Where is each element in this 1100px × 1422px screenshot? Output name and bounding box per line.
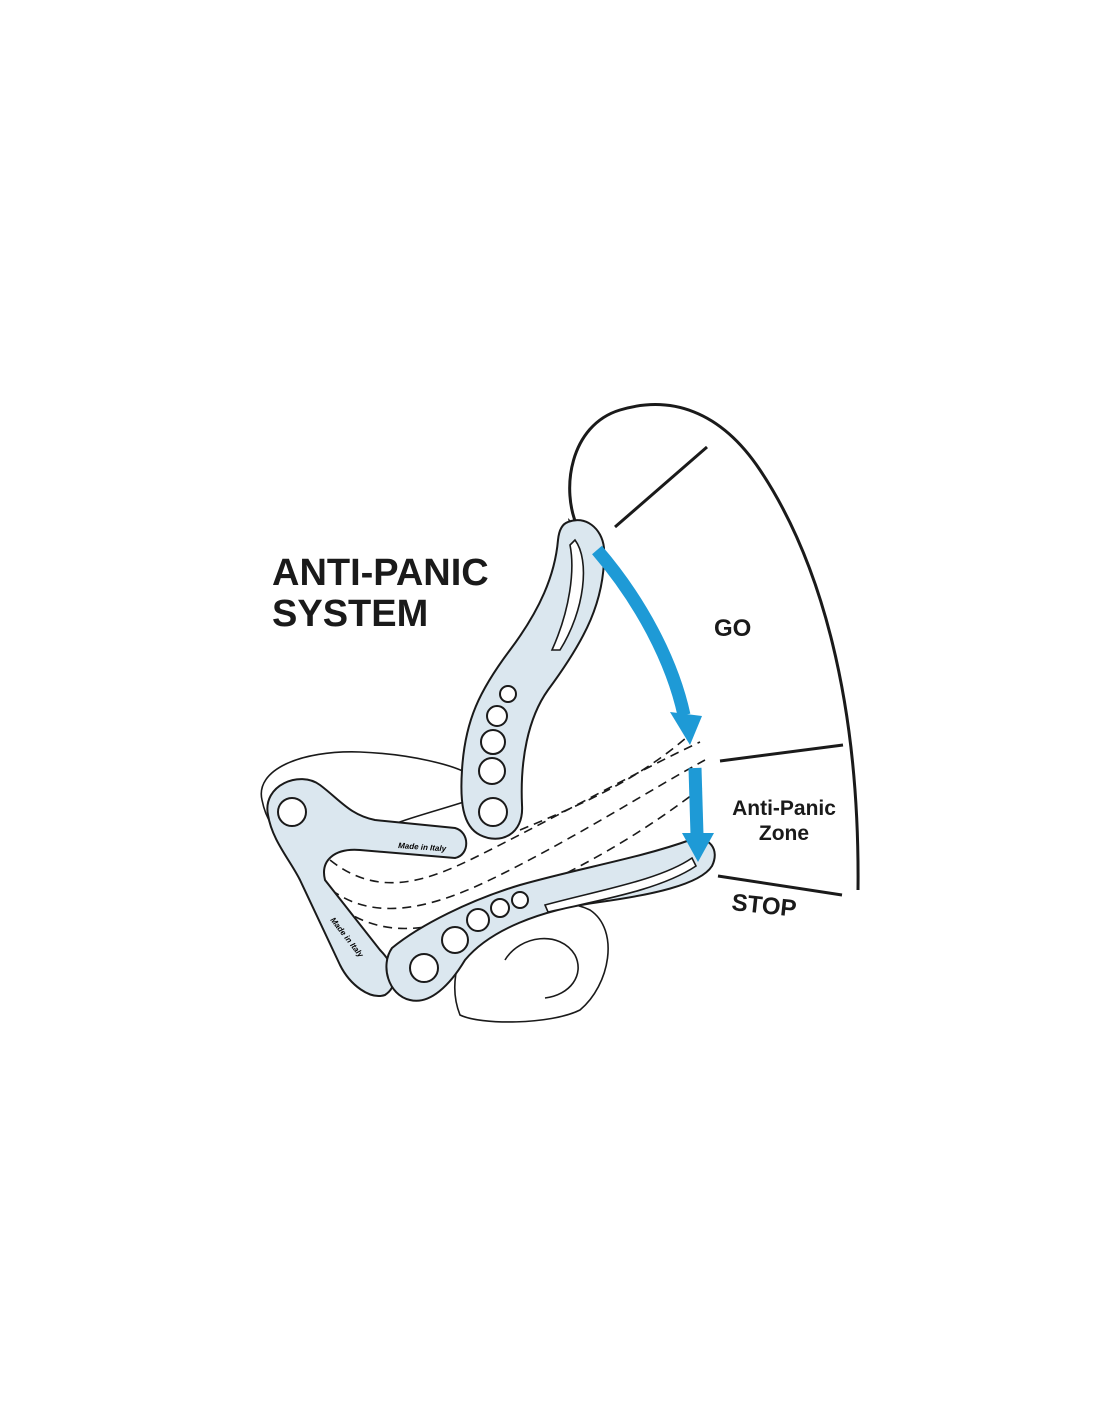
title-line-1: ANTI-PANIC <box>272 552 489 594</box>
handle-hole <box>466 908 490 932</box>
handle-hole <box>499 685 517 703</box>
go-label: GO <box>714 615 751 642</box>
rope-path <box>519 729 696 831</box>
handle-slot <box>550 538 585 651</box>
cam-pivot-icon <box>277 797 307 827</box>
handle-lower-slot <box>543 856 698 913</box>
go-motion-arrow <box>592 545 691 717</box>
handle-hole <box>480 729 506 755</box>
handle-hole <box>478 757 506 785</box>
device-cam <box>266 778 468 997</box>
handle-hole <box>486 705 508 727</box>
handle-hole <box>441 926 469 954</box>
go-anti-panic-divider <box>719 743 844 763</box>
title-line-2: SYSTEM <box>272 593 428 635</box>
go-arrowhead-icon <box>670 712 702 745</box>
handle-lower-arm <box>385 838 716 1002</box>
descender-device: Made in Italy Made in Italy <box>260 519 716 1023</box>
handle-hole <box>409 953 439 983</box>
rope-path <box>319 759 706 910</box>
anti-panic-label-2: Zone <box>759 822 809 845</box>
stop-divider <box>717 874 843 897</box>
engraving-made-in-italy: Made in Italy <box>398 841 447 853</box>
handle-pivot-hole <box>478 797 508 827</box>
stop-label: STOP <box>730 889 797 923</box>
handle-hole <box>490 898 510 918</box>
go-start-divider <box>614 445 708 529</box>
handle-hole <box>511 891 529 909</box>
anti-panic-motion-arrow <box>688 767 704 836</box>
handle-range-arc <box>568 403 860 891</box>
anti-panic-arrowhead-icon <box>682 833 714 862</box>
device-rope-slot <box>504 937 579 999</box>
anti-panic-label-1: Anti-Panic <box>732 797 836 820</box>
